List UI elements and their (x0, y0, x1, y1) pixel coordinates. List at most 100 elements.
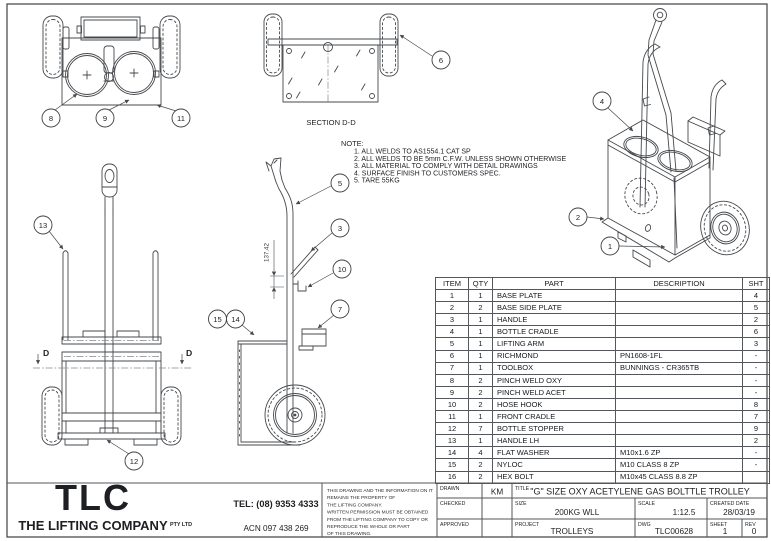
note-line: 5. TARE 55KG (354, 178, 400, 185)
company-name: THE LIFTING COMPANY (18, 518, 168, 533)
hose-hook-left (642, 96, 651, 107)
svg-text:THIS DRAWING AND THE INFORMATI: THIS DRAWING AND THE INFORMATION ON IT (327, 488, 433, 494)
balloon-14: 14 (226, 309, 245, 329)
balloon-13: 13 (33, 215, 53, 235)
cradle-body (61, 37, 162, 106)
approved-label: APPROVED (440, 522, 469, 528)
notes-block: NOTE: 1. ALL WELDS TO AS1554.1 CAT SP 2.… (341, 139, 566, 185)
toolbox (301, 328, 327, 347)
handle-rh (152, 250, 159, 341)
svg-text:REMAINS THE PROPERTY OF: REMAINS THE PROPERTY OF (327, 495, 395, 501)
hose-hook-right (707, 125, 716, 136)
dimension-text: 137.42 (264, 243, 271, 262)
svg-text:9: 9 (103, 114, 107, 123)
mast (275, 179, 294, 434)
svg-text:FROM THE LIFTING COMPANY TO CO: FROM THE LIFTING COMPANY TO COPY OR (327, 517, 429, 523)
balloon-1: 1 (600, 236, 620, 256)
size-label: SIZE (515, 501, 527, 507)
section-cut-label-right: D (186, 348, 192, 358)
disclaimer: THIS DRAWING AND THE INFORMATION ON IT R… (327, 488, 433, 537)
svg-text:5: 5 (338, 179, 342, 188)
project-label: PROJECT (515, 522, 540, 528)
checked-label: CHECKED (440, 501, 466, 507)
toolbox-iso (687, 120, 721, 157)
section-dd-view: 6 SECTION D-D (263, 13, 451, 127)
svg-text:14: 14 (231, 315, 239, 324)
page-border (6, 3, 768, 538)
section-label: SECTION D-D (306, 118, 356, 127)
col-header-qty: QTY (468, 276, 493, 291)
note-line: 1. ALL WELDS TO AS1554.1 CAT SP (354, 149, 471, 156)
balloon-2: 2 (568, 207, 588, 227)
cradle-top-face (607, 119, 711, 178)
cradle-box (237, 340, 301, 446)
created-date-label: CREATED DATE (710, 501, 750, 507)
bottle-opening-oxy (65, 53, 109, 97)
handle-right-tube (708, 79, 727, 171)
sheet-label: SHEET (710, 522, 728, 528)
title-block: TLC THE LIFTING COMPANY PTY LTD TEL: (08… (7, 477, 767, 537)
bottle-stopper (82, 330, 106, 338)
balloon-15: 15 (208, 309, 227, 329)
col-header-description: DESCRIPTION (615, 276, 743, 291)
size-value: 200KG WLL (555, 508, 600, 517)
drawing-title: "G" SIZE OXY ACETYLENE GAS BOLTTLE TROLL… (530, 487, 749, 497)
section-cut-label-left: D (43, 348, 49, 358)
iso-wheel (700, 200, 750, 256)
front-cradle-top (80, 16, 141, 41)
col-header-sht: SHT (742, 276, 770, 291)
handle-left-tube (639, 43, 661, 208)
wheel-right (159, 15, 181, 79)
handle-side (290, 246, 319, 278)
svg-text:12: 12 (130, 457, 138, 466)
base-plate-section (282, 44, 379, 103)
isometric-view: 4 2 1 (568, 8, 750, 268)
lifting-hook-ring (653, 8, 667, 22)
scale-label: SCALE (638, 501, 656, 507)
balloon-9: 9 (95, 108, 115, 128)
side-wheel (264, 384, 326, 446)
company-suffix: PTY LTD (170, 522, 192, 528)
mast (104, 209, 114, 434)
lifting-eye (101, 163, 118, 198)
balloon-12: 12 (124, 451, 144, 471)
svg-text:3: 3 (338, 224, 342, 233)
front-view: D D 13 12 (33, 163, 192, 471)
sheet-value: 1 (723, 527, 728, 536)
wheel-right (160, 386, 182, 446)
company-logo: TLC (55, 477, 131, 518)
box-sides (61, 360, 162, 414)
dwg-value: TLC00628 (655, 527, 694, 536)
hose-hook (292, 280, 307, 292)
project-value: TROLLEYS (551, 527, 594, 536)
handle-lh (62, 250, 69, 341)
svg-text:REPRODUCE THE WHOLE OR PART: REPRODUCE THE WHOLE OR PART (327, 524, 410, 530)
svg-text:4: 4 (600, 97, 604, 106)
created-date-value: 28/03/19 (723, 508, 755, 517)
dwg-label: DWG (638, 522, 651, 528)
svg-text:THE LIFTING COMPANY.: THE LIFTING COMPANY. (327, 502, 382, 508)
wheel-left (263, 13, 283, 77)
company-acn: ACN 097 438 269 (243, 524, 309, 533)
svg-text:6: 6 (439, 56, 443, 65)
svg-text:1: 1 (608, 242, 612, 251)
top-view: 8 9 11 (41, 15, 191, 128)
balloon-7: 7 (330, 299, 350, 319)
svg-text:10: 10 (338, 265, 346, 274)
lifting-hook (265, 157, 283, 183)
